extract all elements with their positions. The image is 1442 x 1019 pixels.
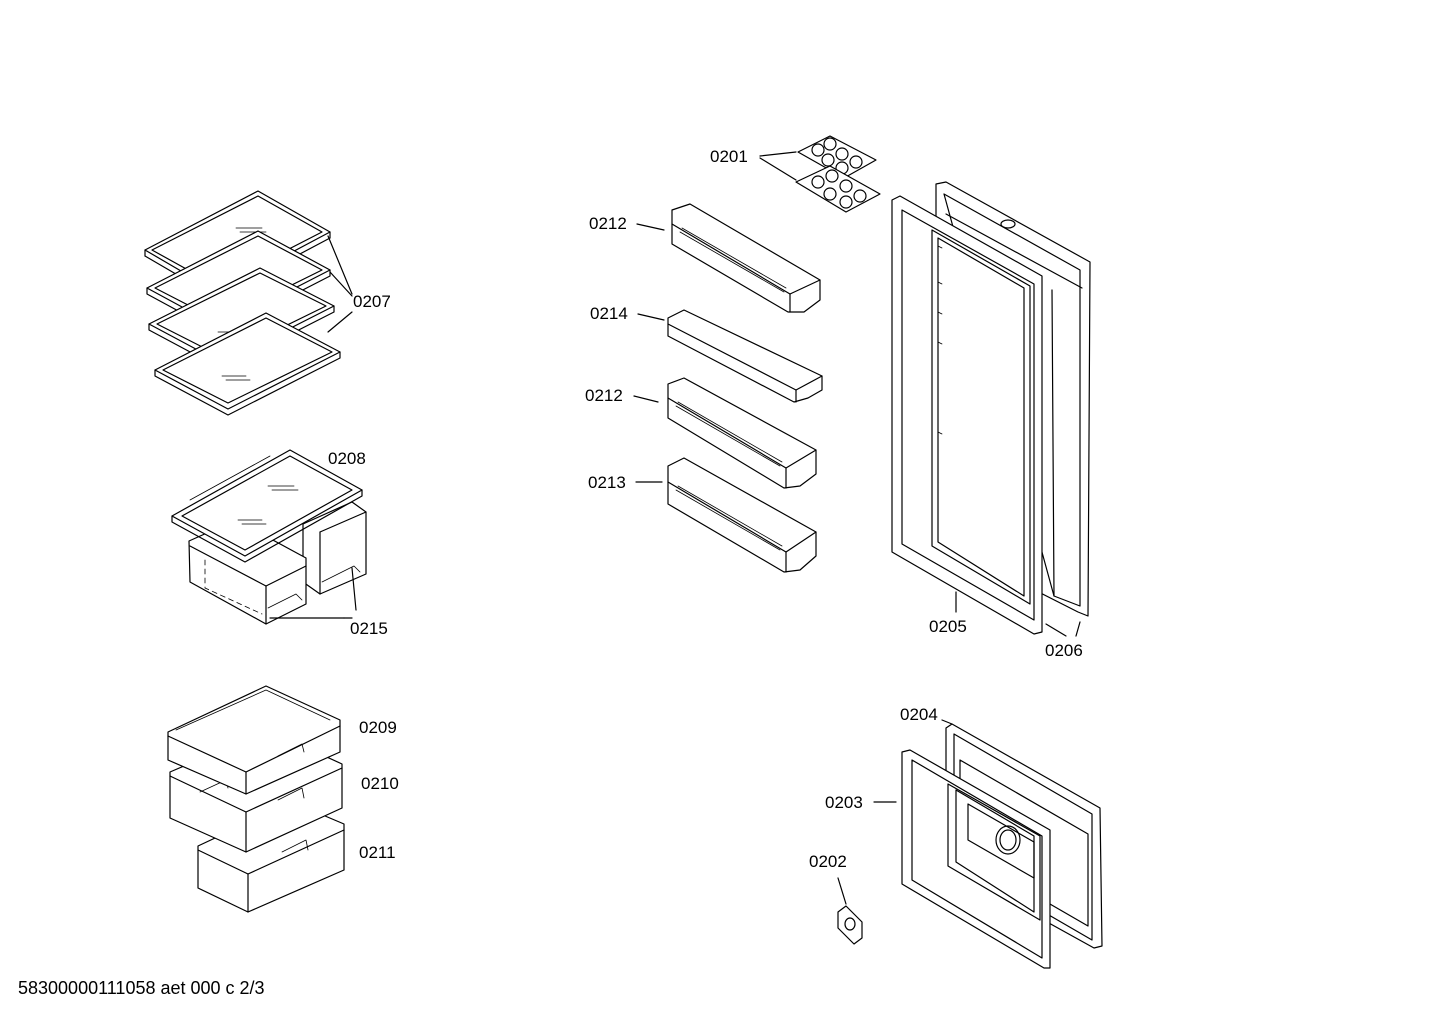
callout-0202: 0202 [809, 852, 847, 871]
shelf-with-crisper-assembly [171, 449, 367, 625]
callout-0215: 0215 [350, 619, 388, 638]
fridge-door-gasket [891, 195, 1081, 637]
callout-0214: 0214 [590, 304, 628, 323]
callout-0209: 0209 [359, 718, 397, 737]
callout-0205: 0205 [929, 617, 967, 636]
callout-0203: 0203 [825, 793, 863, 812]
callout-0213: 0213 [588, 473, 626, 492]
drawer-top-tray [167, 685, 341, 795]
callout-0207: 0207 [353, 292, 391, 311]
door-bin-0212-bottom [633, 377, 817, 489]
door-bin-0213 [635, 457, 817, 573]
control-knob-plate [837, 877, 863, 945]
egg-tray [795, 165, 881, 213]
callout-0204: 0204 [900, 705, 938, 724]
callout-0211: 0211 [359, 843, 396, 862]
callout-0201: 0201 [710, 147, 748, 166]
glass-shelf-stack [144, 190, 353, 416]
freezer-door-gasket [873, 749, 1051, 969]
glass-shelf [154, 312, 341, 416]
glass-shelf-frame [171, 449, 363, 563]
callout-0210: 0210 [361, 774, 399, 793]
callout-0212-upper: 0212 [589, 214, 627, 233]
callout-0206: 0206 [1045, 641, 1083, 660]
door-bin-0214 [637, 309, 823, 403]
crisper-box-left [188, 519, 307, 625]
door-bin-0212-top [636, 203, 821, 313]
document-id: 58300000111058 aet 000 c 2/3 [18, 978, 265, 998]
callout-0212-lower: 0212 [585, 386, 623, 405]
egg-tray-pair [759, 135, 881, 213]
drawer-stack [167, 685, 345, 913]
callout-0208: 0208 [328, 449, 366, 468]
